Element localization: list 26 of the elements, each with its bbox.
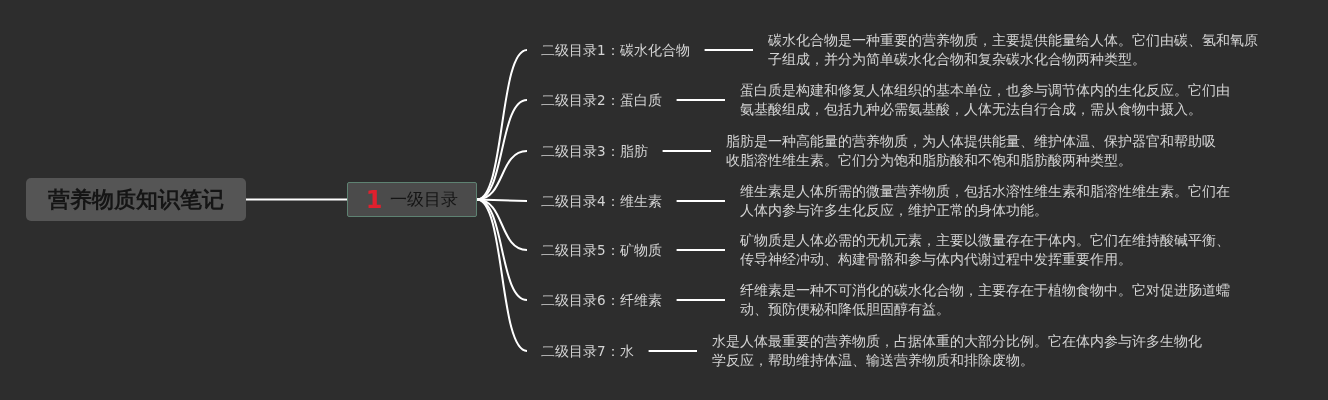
connector-line (675, 299, 726, 301)
connector-line (675, 200, 726, 202)
title-box: 营养物质知识笔记 (26, 178, 246, 221)
subtopic-label: 二级目录3：脂肪 (527, 141, 648, 161)
subtopic-label: 二级目录5：矿物质 (527, 240, 662, 260)
topic-box (347, 182, 477, 217)
subtopic-label: 二级目录7：水 (527, 341, 634, 361)
description-text: 碳水化合物是一种重要的营养物质，主要提供能量给人体。它们由碳、氢和氧原子组成，并分为简单碳水化合物和复杂碳水化合物两种类型。 (768, 31, 1268, 69)
connector-line (703, 49, 754, 51)
connector-line (476, 198, 528, 352)
description-text: 蛋白质是构建和修复人体组织的基本单位，也参与调节体内的生化反应。它们由氨基酸组成，包括九种必需氨基酸，人体无法自行合成，需从食物中摄入。 (740, 81, 1238, 119)
description-text: 水是人体最重要的营养物质，占据体重的大部分比例。它在体内参与许多生物化学反应，帮助维持体温、输送营养物质和排除废物。 (712, 332, 1210, 370)
priority-number: 1 (365, 185, 383, 214)
description-text: 脂肪是一种高能量的营养物质，为人体提供能量、维护体温、保护器官和帮助吸收脂溶性维生素。它们分为饱和脂肪酸和不饱和脂肪酸两种类型。 (726, 132, 1224, 170)
subtopic-label: 二级目录2：蛋白质 (527, 90, 662, 110)
description-text: 纤维素是一种不可消化的碳水化合物，主要存在于植物食物中。它对促进肠道蠕动、预防便秘和降低胆固醇有益。 (740, 281, 1238, 319)
connector-line (245, 198, 348, 201)
connector-line (675, 249, 726, 251)
connector-line (661, 150, 712, 152)
subtopic-label: 二级目录6：纤维素 (527, 290, 662, 310)
connector-line (675, 99, 726, 101)
description-text: 维生素是人体所需的微量营养物质，包括水溶性维生素和脂溶性维生素。它们在人体内参与许多生化反应，维护正常的身体功能。 (740, 182, 1238, 220)
subtopic-label: 二级目录1：碳水化合物 (527, 40, 690, 60)
description-text: 矿物质是人体必需的无机元素，主要以微量存在于体内。它们在维持酸碱平衡、传导神经冲动、构建骨骼和参与体内代谢过程中发挥重要作用。 (740, 231, 1234, 269)
subtopic-label: 二级目录4：维生素 (527, 191, 662, 211)
connector-line (647, 350, 698, 352)
